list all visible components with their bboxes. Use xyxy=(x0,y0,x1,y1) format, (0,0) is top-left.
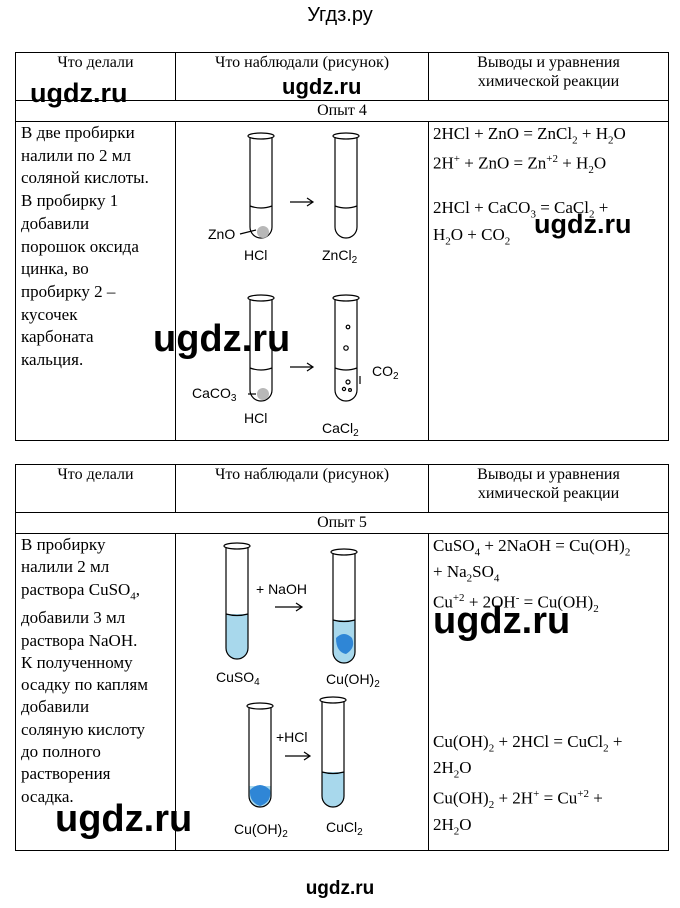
header-what-done: Что делали xyxy=(15,464,176,513)
cuso4-solution xyxy=(226,614,248,659)
equation-cuso4-naoh: CuSO4 + 2NaOH = Cu(OH)2 xyxy=(433,536,631,559)
equation-cuso4-naoh-cont: + Na2SO4 xyxy=(433,562,500,585)
equation-cuoh2-hcl: Cu(OH)2 + 2HCl = CuCl2 + xyxy=(433,731,623,755)
label-cucl2: CuCl2 xyxy=(326,819,363,838)
label-caco3: CaCO3 xyxy=(192,385,237,404)
label-plus-hcl: +HCl xyxy=(276,729,308,745)
cuoh2-precipitate-top xyxy=(336,634,354,654)
zno-powder xyxy=(257,226,269,238)
experiment-5-svg: + NaOH CuSO4 Cu(OH)2 +HCl Cu(OH)2 CuCl2 xyxy=(216,542,380,840)
header-observed: Что наблюдали (рисунок) xyxy=(175,52,429,101)
header-row: Что делали Что наблюдали (рисунок) Вывод… xyxy=(15,464,669,513)
site-title: Угдз.ру xyxy=(307,4,373,26)
experiment-4-equations: 2HCl + ZnO = ZnCl2 + H2O 2H+ + ZnO = Zn+… xyxy=(428,121,669,441)
experiment-4-svg: ZnO HCl ZnCl2 CaCO3 CO2 HCl CaCl2 xyxy=(192,132,399,439)
experiment-4-procedure: В две пробирки налили по 2 мл соляной ки… xyxy=(15,121,176,441)
equation-zno-hcl: 2HCl + ZnO = ZnCl2 + H2O xyxy=(433,124,626,147)
equation-cuoh2-ionic-cont: 2H2O xyxy=(433,814,472,838)
experiment-5-equations: CuSO4 + 2NaOH = Cu(OH)2 + Na2SO4 Cu+2 + … xyxy=(428,533,669,851)
label-zno: ZnO xyxy=(208,226,235,242)
caco3-piece xyxy=(257,388,269,400)
label-co2: CO2 xyxy=(372,363,399,382)
cucl2-solution xyxy=(322,772,344,807)
label-cacl2: CaCl2 xyxy=(322,420,359,439)
experiment-4-drawing: ZnO HCl ZnCl2 CaCO3 CO2 HCl CaCl2 xyxy=(175,121,429,441)
site-footer: ugdz.ru xyxy=(305,878,375,899)
equation-caco3-hcl: 2HCl + CaCO3 = CaCl2 + xyxy=(433,198,609,221)
watermark: ugdz.ru xyxy=(433,600,571,642)
experiment-5-table: Что делали Что наблюдали (рисунок) Вывод… xyxy=(15,464,669,851)
label-cuoh2-bottom: Cu(OH)2 xyxy=(234,821,288,840)
watermark: ugdz.ru xyxy=(30,78,128,108)
experiment-5-procedure: В пробирку налили 2 мл раствора CuSO4, д… xyxy=(15,533,176,851)
equation-zno-ionic: 2H+ + ZnO = Zn+2 + H2O xyxy=(433,153,607,177)
experiment-title-row: Опыт 5 xyxy=(15,512,669,534)
experiment-5-row: В пробирку налили 2 мл раствора CuSO4, д… xyxy=(15,533,669,851)
cuoh2-precipitate-bottom xyxy=(249,785,271,806)
watermark: ugdz.ru xyxy=(55,798,193,840)
equation-cu-ionic: Cu+2 + 2OH- = Cu(OH)2 xyxy=(433,591,599,615)
watermark: ugdz.ru xyxy=(534,209,632,239)
experiment-4-row: В две пробирки налили по 2 мл соляной ки… xyxy=(15,121,669,441)
equation-cuoh2-ionic: Cu(OH)2 + 2H+ = Cu+2 + xyxy=(433,787,603,811)
watermark: ugdz.ru xyxy=(282,74,362,99)
equation-cuoh2-hcl-cont: 2H2O xyxy=(433,758,472,781)
label-hcl-top: HCl xyxy=(244,247,267,263)
header-observed: Что наблюдали (рисунок) xyxy=(175,464,429,513)
label-hcl-bottom: HCl xyxy=(244,410,267,426)
equation-caco3-hcl-cont: H2O + CO2 xyxy=(433,224,511,248)
label-cuso4: CuSO4 xyxy=(216,669,260,688)
label-cuoh2-top: Cu(OH)2 xyxy=(326,671,380,690)
header-what-done: Что делали xyxy=(15,52,176,101)
experiment-4-table: Что делали Что наблюдали (рисунок) Вывод… xyxy=(15,52,669,441)
label-zncl2: ZnCl2 xyxy=(322,247,358,266)
experiment-5-title: Опыт 5 xyxy=(15,512,669,534)
experiment-5-drawing: + NaOH CuSO4 Cu(OH)2 +HCl Cu(OH)2 CuCl2 xyxy=(175,533,429,851)
label-plus-naoh: + NaOH xyxy=(256,581,307,597)
header-row: Что делали Что наблюдали (рисунок) Вывод… xyxy=(15,52,669,101)
watermark: ugdz.ru xyxy=(153,318,291,360)
